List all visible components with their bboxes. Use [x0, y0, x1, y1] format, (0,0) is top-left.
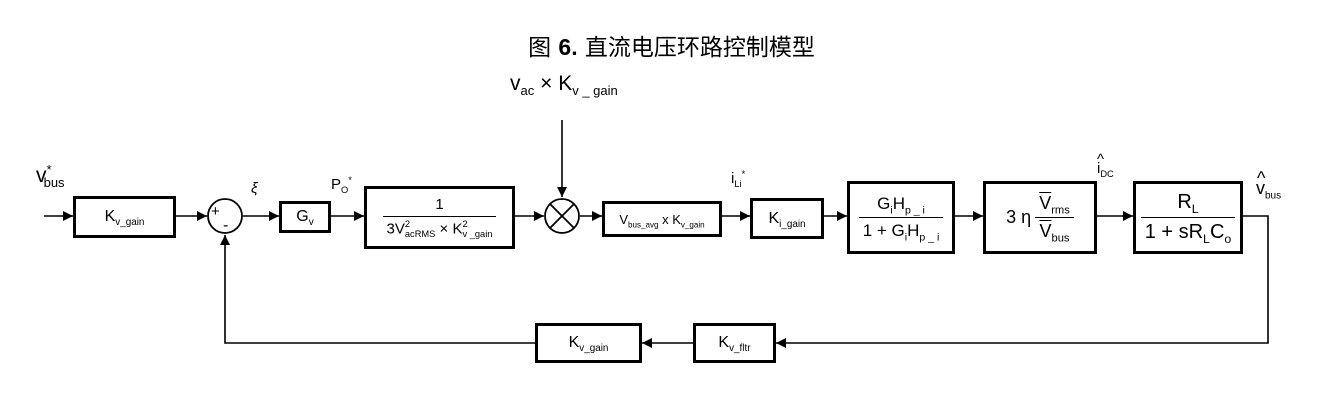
block-kv-gain-feedback: Kv_gain — [535, 323, 642, 363]
block-kv-fltr: Kv_fltr — [693, 323, 776, 363]
block-kv-gain: Kv_gain — [73, 196, 176, 238]
label-vbus-ref: v*bus — [36, 162, 65, 191]
label-ili-ref: iLi* — [731, 169, 746, 189]
block-gv: Gv — [279, 201, 331, 233]
label-xi: ξ — [251, 180, 258, 197]
figure-number: 6. — [558, 34, 578, 60]
figure-title-text: 直流电压环路控制模型 — [577, 35, 815, 61]
sum-plus-sign: + — [211, 203, 220, 220]
figure-title-prefix: 图 — [528, 35, 559, 61]
label-idc-hat: ^iDC — [1097, 151, 1114, 179]
block-load: RL 1 + sRLCo — [1133, 181, 1243, 254]
sum-minus-sign: - — [223, 217, 229, 234]
label-vbus-hat: ^vbus — [1256, 168, 1282, 202]
label-vac-gain: vac × Kv _ gain — [510, 72, 618, 99]
summing-junction — [207, 198, 243, 234]
feedback-path-3 — [220, 235, 535, 344]
block-ki-gain: Ki_gain — [750, 198, 824, 239]
block-power-stage: 3 η Vrms Vbus — [983, 181, 1097, 254]
label-po-ref: PO* — [331, 175, 352, 195]
feedback-path-1 — [776, 215, 1269, 348]
block-current-loop: GiHp _ i 1 + GiHp _ i — [847, 181, 955, 254]
block-vbus-avg: Vbus_avg x Kv_gain — [602, 201, 722, 237]
figure-title: 图 6. 直流电压环路控制模型 — [0, 28, 1343, 62]
